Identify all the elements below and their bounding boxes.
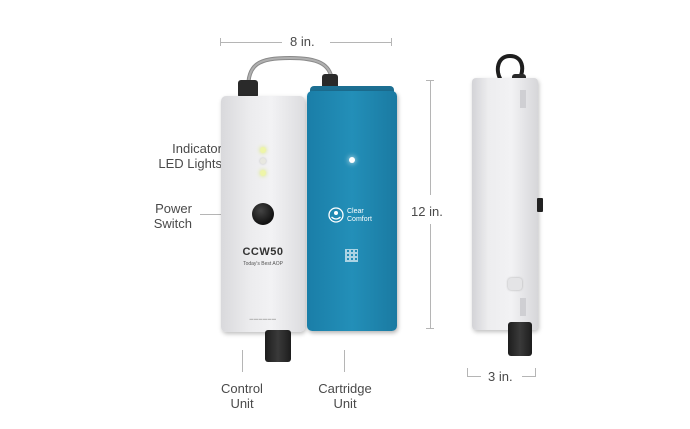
depth-dimension-right-line [522, 376, 536, 377]
indicator-led-3 [260, 170, 266, 176]
width-dimension-label: 8 in. [290, 34, 315, 49]
control-unit: CCW50 Today's Best AOP ▬▬▬▬▬▬ [221, 96, 305, 332]
fine-print-mark: ▬▬▬▬▬▬ [249, 316, 277, 321]
indicator-label-line2: LED Lights [158, 156, 222, 171]
cartridge-unit-label-line1: Cartridge [318, 381, 372, 396]
qr-code [345, 249, 358, 262]
power-switch-label-line2: Switch [153, 216, 192, 231]
side-power-switch[interactable] [537, 198, 543, 212]
width-dimension-right-tick [391, 38, 392, 46]
cartridge-unit-label: Cartridge Unit [310, 381, 380, 411]
depth-dimension-right-tick [535, 368, 536, 376]
depth-dimension-left-tick [467, 368, 468, 376]
control-bottom-connector [265, 330, 291, 362]
brand-name-line1: Clear [347, 208, 364, 215]
depth-dimension-left-line [467, 376, 481, 377]
cartridge-unit: Clear Comfort [307, 91, 397, 331]
height-dimension-label: 12 in. [411, 204, 443, 219]
width-dimension-right-line [330, 42, 392, 43]
height-dimension-lower-line [430, 224, 431, 328]
side-view-housing [472, 78, 538, 330]
brand-name: Clear Comfort [347, 208, 372, 224]
height-dimension-upper-line [430, 80, 431, 195]
clear-comfort-logo-icon [328, 207, 344, 223]
height-dimension-bottom-tick [426, 328, 434, 329]
control-unit-pointer [242, 350, 243, 372]
cartridge-status-led [349, 157, 355, 163]
connecting-cable [246, 55, 334, 91]
cartridge-unit-label-line2: Unit [333, 396, 357, 411]
cartridge-unit-pointer [344, 350, 345, 372]
side-port-cap [508, 278, 522, 290]
model-tagline: Today's Best AOP [243, 261, 283, 267]
side-rib-top [520, 90, 526, 108]
indicator-label-line1: Indicator [172, 141, 222, 156]
indicator-led-2 [260, 158, 266, 164]
control-unit-label: Control Unit [210, 381, 274, 411]
power-switch-label: Power Switch [130, 201, 192, 231]
power-switch-label-line1: Power [155, 201, 192, 216]
control-unit-label-line2: Unit [230, 396, 254, 411]
depth-dimension-label: 3 in. [488, 369, 513, 384]
side-cable-loop [495, 53, 525, 84]
model-name: CCW50 [242, 246, 284, 258]
side-bottom-connector [508, 322, 532, 356]
width-dimension-left-line [220, 42, 282, 43]
indicator-led-1 [260, 147, 266, 153]
control-unit-label-line1: Control [221, 381, 263, 396]
control-top-connector [238, 80, 258, 98]
indicator-label: Indicator LED Lights [130, 141, 222, 171]
power-switch-button[interactable] [252, 203, 274, 225]
brand-name-line2: Comfort [347, 216, 372, 223]
side-rib-bottom [520, 298, 526, 316]
